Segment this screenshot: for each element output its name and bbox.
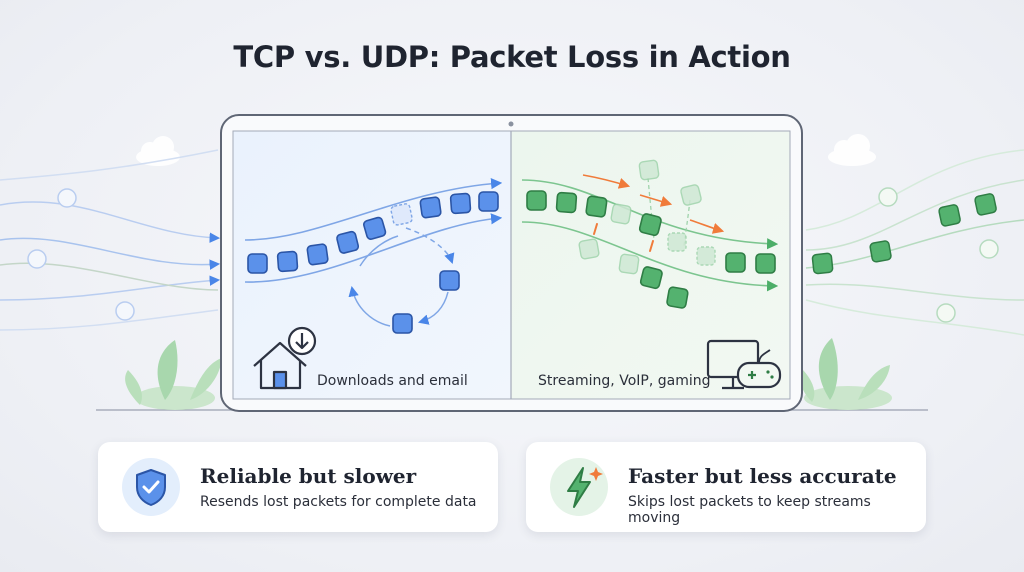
tcp-panel-bg [233,131,511,399]
udp-lost-packet [578,238,600,260]
plant-right [800,338,892,410]
game-monitor-icon [706,339,782,390]
tcp-packet [276,250,299,273]
tcp-card-description: Resends lost packets for complete data [200,494,477,510]
udp-lost-packet [638,159,660,181]
tcp-packet [363,216,387,240]
tcp-caption: Downloads and email [317,373,468,389]
outgoing-packet [811,252,834,275]
udp-drop-marks [593,223,654,252]
flow-node-circles-left [27,188,135,321]
tcp-packets [247,191,499,274]
tcp-resent-packet [392,313,413,334]
udp-packet [639,266,663,290]
tcp-packet [449,192,472,215]
tcp-retransmit-loop [348,227,455,327]
udp-packets [526,190,776,309]
udp-lost-packet [610,203,632,225]
outgoing-packets-right [811,193,997,275]
tcp-resent-packet [439,270,460,291]
outgoing-packet [974,193,997,216]
udp-packet [526,190,547,211]
udp-card: Faster but less accurate Skips lost pack… [526,442,926,532]
outgoing-packet [938,204,961,227]
udp-lost-packet [680,184,702,206]
udp-packet [555,191,578,214]
udp-lost-packet [696,246,716,266]
outgoing-packet [869,240,892,263]
udp-packet [638,213,662,237]
udp-packet [666,286,689,309]
udp-packet [585,195,608,218]
tcp-lost-packet [390,203,413,226]
udp-packet [725,252,746,273]
tcp-packet [419,196,442,219]
udp-caption: Streaming, VoIP, gaming [538,373,711,389]
tcp-packet [247,253,268,274]
page-title: TCP vs. UDP: Packet Loss in Action [233,40,791,74]
tcp-resent-packets [392,270,460,334]
udp-lost-packet [618,253,640,275]
tcp-packet [306,243,329,266]
house-download-icon [253,326,317,390]
udp-speed-arrows [582,174,725,234]
tcp-stream-lines [244,178,503,283]
tcp-packet [336,230,360,254]
tcp-packet [478,191,499,212]
plant-left [125,340,222,410]
tcp-card: Reliable but slower Resends lost packets… [98,442,498,532]
lightning-icon [550,458,608,516]
shield-check-icon [122,458,180,516]
outgoing-flows-right [805,149,1024,336]
cloud-right [828,134,876,166]
udp-card-description: Skips lost packets to keep streams movin… [628,494,871,526]
udp-lost-packet [667,232,687,252]
tablet-camera [508,121,514,127]
flow-node-circles-right [878,187,999,323]
udp-packet [755,253,776,274]
incoming-flows-left [0,149,221,331]
tcp-card-title: Reliable but slower [200,464,417,488]
udp-lost-packets [578,159,716,275]
cloud-left [136,136,180,166]
udp-card-title: Faster but less accurate [628,464,897,488]
